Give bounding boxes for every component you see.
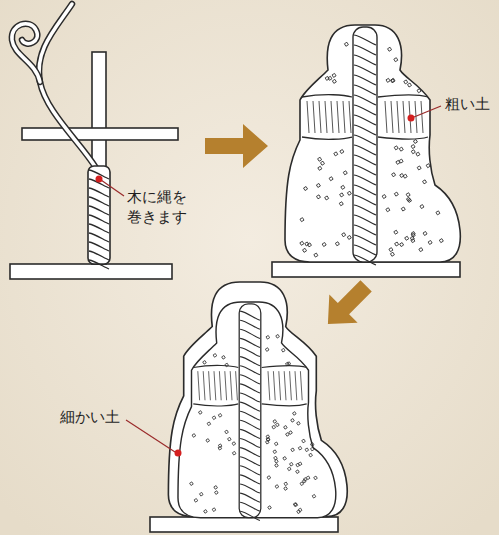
step-arrow <box>205 124 268 168</box>
callout-label: 細かい土 <box>60 408 120 428</box>
leader-line <box>101 106 441 452</box>
fine-clay-figure <box>150 282 347 532</box>
callout-dot <box>96 115 415 457</box>
wood-frame <box>10 4 178 279</box>
coarse-clay-figure <box>272 25 460 277</box>
step-arrow <box>314 272 380 338</box>
callout-label: 粗い土 <box>445 95 490 115</box>
callout-label: 木に縄を巻きます <box>127 188 193 227</box>
